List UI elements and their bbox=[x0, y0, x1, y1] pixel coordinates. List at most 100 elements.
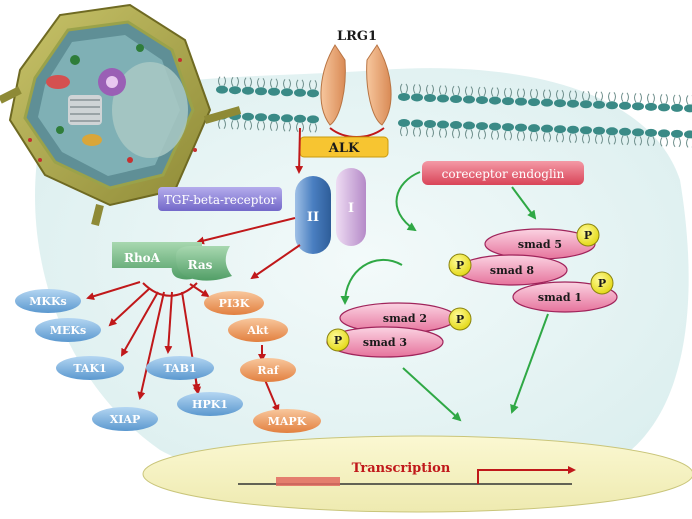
lipid-head bbox=[229, 86, 241, 95]
phospho-smad3 bbox=[326, 328, 350, 352]
lipid-head bbox=[606, 101, 618, 110]
lipid-head bbox=[541, 124, 553, 133]
lipid-head bbox=[450, 95, 462, 104]
mapk-node bbox=[253, 409, 321, 433]
nucleus-region bbox=[142, 435, 692, 513]
lipid-head bbox=[515, 97, 527, 106]
lipid-tail bbox=[608, 91, 616, 102]
lipid-head bbox=[255, 87, 267, 96]
lipid-tail bbox=[530, 131, 538, 142]
green-arrows bbox=[340, 171, 549, 422]
tak1-node bbox=[56, 356, 124, 380]
lipid-tail bbox=[218, 76, 226, 86]
lipid-head bbox=[216, 85, 228, 94]
lipid-head bbox=[502, 97, 514, 106]
lipid-head bbox=[580, 100, 592, 109]
lipid-tail bbox=[309, 123, 317, 133]
phospho-circles bbox=[326, 223, 614, 352]
akt-node bbox=[228, 318, 288, 342]
lipid-head bbox=[450, 121, 462, 130]
lipid-tail bbox=[647, 93, 655, 104]
lipid-head bbox=[645, 128, 657, 137]
lrg1-label: LRG1 bbox=[337, 29, 377, 44]
plant-cell-illustration bbox=[0, 3, 242, 226]
lipid-tail bbox=[452, 128, 460, 139]
rhoa-label: RhoA bbox=[124, 251, 161, 265]
ras-node bbox=[176, 246, 232, 281]
raf-node bbox=[240, 358, 296, 382]
smad3-label: smad 3 bbox=[363, 336, 407, 349]
lipid-tail bbox=[556, 132, 564, 143]
lipid-tail bbox=[413, 127, 421, 137]
lipid-tail bbox=[634, 93, 642, 103]
lipid-tail bbox=[660, 137, 668, 147]
smad1-label: smad 1 bbox=[538, 291, 582, 304]
meks-node bbox=[35, 318, 101, 342]
lipid-head bbox=[580, 126, 592, 135]
lipid-tail bbox=[283, 122, 291, 132]
lipid-tail bbox=[309, 80, 317, 90]
lipid-head bbox=[632, 128, 644, 137]
phospho-label-smad1: P bbox=[598, 277, 606, 290]
coreceptor-endoglin-box bbox=[422, 161, 584, 185]
lipid-head bbox=[658, 103, 670, 112]
ras-label: Ras bbox=[188, 258, 213, 272]
lipid-tail bbox=[296, 79, 304, 90]
meks-label: MEKs bbox=[50, 324, 86, 337]
smad5-label: smad 5 bbox=[518, 238, 562, 251]
mkks-label: MKKs bbox=[29, 295, 67, 308]
lipid-tail bbox=[595, 91, 603, 102]
receptor-ii-label: II bbox=[307, 210, 319, 225]
lipid-head bbox=[437, 94, 449, 103]
xiap-node bbox=[92, 407, 158, 431]
receptor-i-label: I bbox=[348, 201, 354, 216]
lipid-head bbox=[489, 96, 501, 105]
hpk1-label: HPK1 bbox=[192, 398, 228, 411]
lipid-tail bbox=[660, 94, 668, 104]
lipid-head bbox=[593, 126, 605, 135]
lipid-head bbox=[307, 89, 319, 98]
lipid-tail bbox=[231, 76, 239, 87]
lipid-tail bbox=[270, 121, 278, 132]
lipid-head bbox=[411, 119, 423, 128]
lipid-tail bbox=[439, 128, 447, 138]
lipid-tail bbox=[218, 119, 226, 129]
lipid-head bbox=[619, 127, 631, 136]
lipid-tail bbox=[543, 89, 551, 99]
lipid-head bbox=[606, 127, 618, 136]
lipid-tail bbox=[491, 87, 499, 97]
lipid-head bbox=[294, 88, 306, 97]
lipid-head bbox=[268, 113, 280, 122]
lipid-head bbox=[411, 93, 423, 102]
lipid-tail bbox=[582, 133, 590, 144]
lipid-head bbox=[281, 114, 293, 123]
lipid-head bbox=[515, 123, 527, 132]
lipid-head bbox=[307, 115, 319, 124]
lipid-head bbox=[398, 92, 410, 101]
lipid-tail bbox=[257, 120, 265, 131]
lipid-head bbox=[398, 118, 410, 127]
receptor-i bbox=[336, 168, 366, 246]
lipid-head bbox=[567, 125, 579, 134]
lipid-tail bbox=[400, 126, 408, 137]
lipid-tail bbox=[439, 85, 447, 95]
lipid-tail bbox=[582, 90, 590, 101]
phospho-smad5 bbox=[576, 223, 600, 247]
lipid-head bbox=[645, 102, 657, 111]
smad1-node bbox=[512, 281, 618, 313]
lipid-tail bbox=[426, 127, 434, 138]
lipid-head bbox=[567, 99, 579, 108]
lipid-head bbox=[294, 114, 306, 123]
phospho-smad2 bbox=[448, 307, 472, 331]
red-arrows bbox=[86, 127, 304, 413]
lipid-head bbox=[424, 120, 436, 128]
lipid-tail bbox=[634, 136, 642, 146]
lipid-head bbox=[476, 122, 488, 131]
lipid-tail bbox=[504, 130, 512, 141]
lipid-tail bbox=[244, 77, 252, 87]
tab1-label: TAB1 bbox=[163, 362, 196, 375]
lipid-tail bbox=[270, 78, 278, 89]
lipid-tail bbox=[673, 137, 681, 148]
lipid-tail bbox=[621, 92, 629, 103]
pi3k-node bbox=[204, 291, 264, 315]
